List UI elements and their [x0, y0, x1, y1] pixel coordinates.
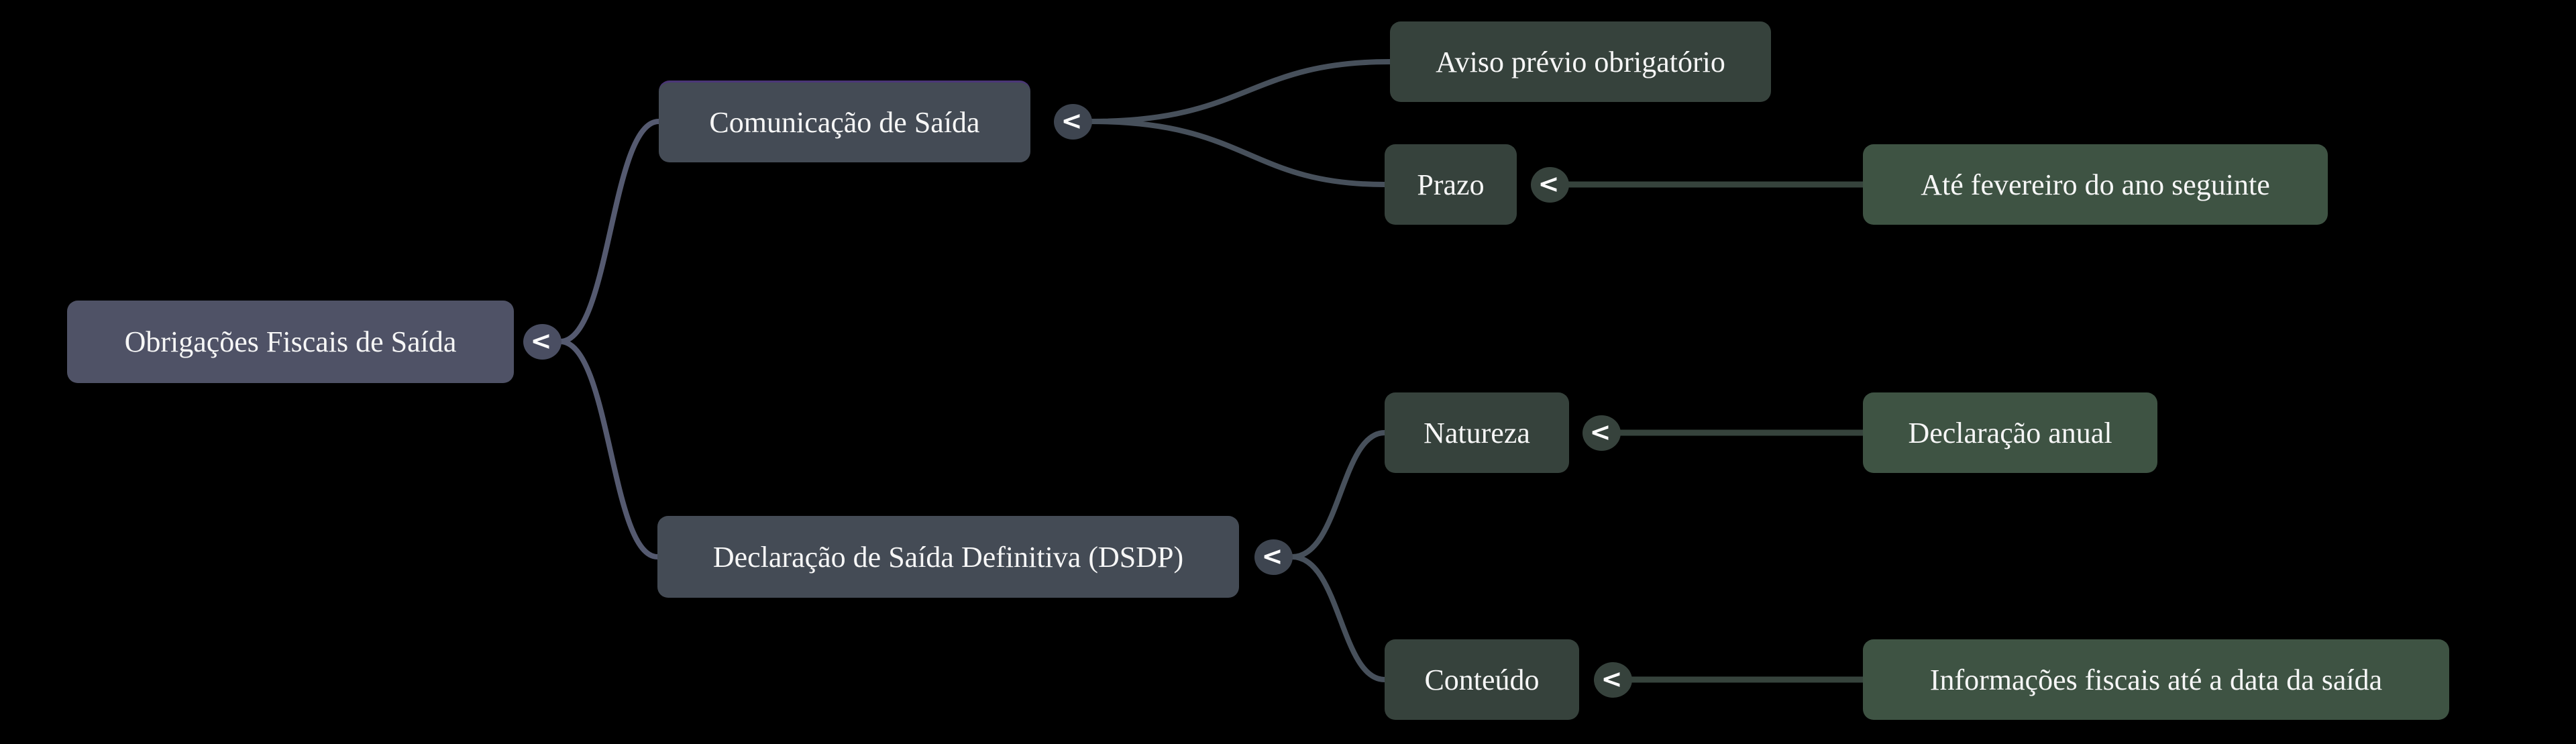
node-label: Comunicação de Saída — [709, 106, 980, 139]
node-label: Natureza — [1424, 416, 1530, 449]
node-obrigacoes-fiscais-de-saida[interactable]: Obrigações Fiscais de Saída — [67, 301, 514, 383]
node-label: Prazo — [1417, 168, 1485, 201]
collapse-chevron-icon: < — [1589, 417, 1611, 447]
node-label: Declaração anual — [1908, 416, 2112, 449]
link-dsdp-to-natureza — [1291, 430, 1385, 560]
link-dsdp-to-conteudo — [1291, 554, 1385, 682]
collapse-toggle-prazo[interactable]: < — [1531, 167, 1569, 203]
node-declaracao-de-saida-definitiva-dsdp[interactable]: Declaração de Saída Definitiva (DSDP) — [657, 516, 1239, 598]
node-label: Declaração de Saída Definitiva (DSDP) — [712, 540, 1184, 574]
collapse-toggle-natureza[interactable]: < — [1582, 415, 1621, 451]
collapse-toggle-conteudo[interactable]: < — [1594, 662, 1632, 698]
node-label: Até fevereiro do ano seguinte — [1921, 168, 2270, 201]
collapse-chevron-icon: < — [1601, 663, 1623, 694]
node-ate-fevereiro-do-ano-seguinte[interactable]: Até fevereiro do ano seguinte — [1863, 144, 2328, 225]
node-conteudo[interactable]: Conteúdo — [1385, 639, 1579, 720]
node-comunicacao-de-saida[interactable]: Comunicação de Saída — [659, 81, 1030, 162]
link-comunicacao-to-aviso — [1091, 59, 1391, 124]
node-declaracao-anual[interactable]: Declaração anual — [1863, 392, 2157, 473]
link-root-to-dsdp — [559, 339, 658, 560]
node-prazo[interactable]: Prazo — [1385, 144, 1517, 225]
node-label: Aviso prévio obrigatório — [1436, 45, 1725, 78]
collapse-toggle-root[interactable]: < — [523, 324, 561, 360]
node-aviso-previo-obrigatorio[interactable]: Aviso prévio obrigatório — [1390, 21, 1771, 102]
node-label: Informações fiscais até a data da saída — [1929, 663, 2383, 696]
node-informacoes-fiscais-ate-a-data-da-saida[interactable]: Informações fiscais até a data da saída — [1863, 639, 2449, 720]
collapse-toggle-comunicacao[interactable]: < — [1054, 104, 1092, 140]
collapse-chevron-icon: < — [1538, 168, 1560, 199]
node-label: Conteúdo — [1424, 663, 1540, 696]
link-comunicacao-to-prazo — [1091, 119, 1385, 187]
node-natureza[interactable]: Natureza — [1385, 392, 1569, 473]
link-root-to-comunicacao — [559, 119, 659, 344]
node-label: Obrigações Fiscais de Saída — [124, 325, 457, 358]
collapse-chevron-icon: < — [1061, 105, 1083, 136]
collapse-chevron-icon: < — [1261, 541, 1283, 571]
collapse-chevron-icon: < — [530, 325, 552, 356]
collapse-toggle-dsdp[interactable]: < — [1254, 539, 1293, 575]
